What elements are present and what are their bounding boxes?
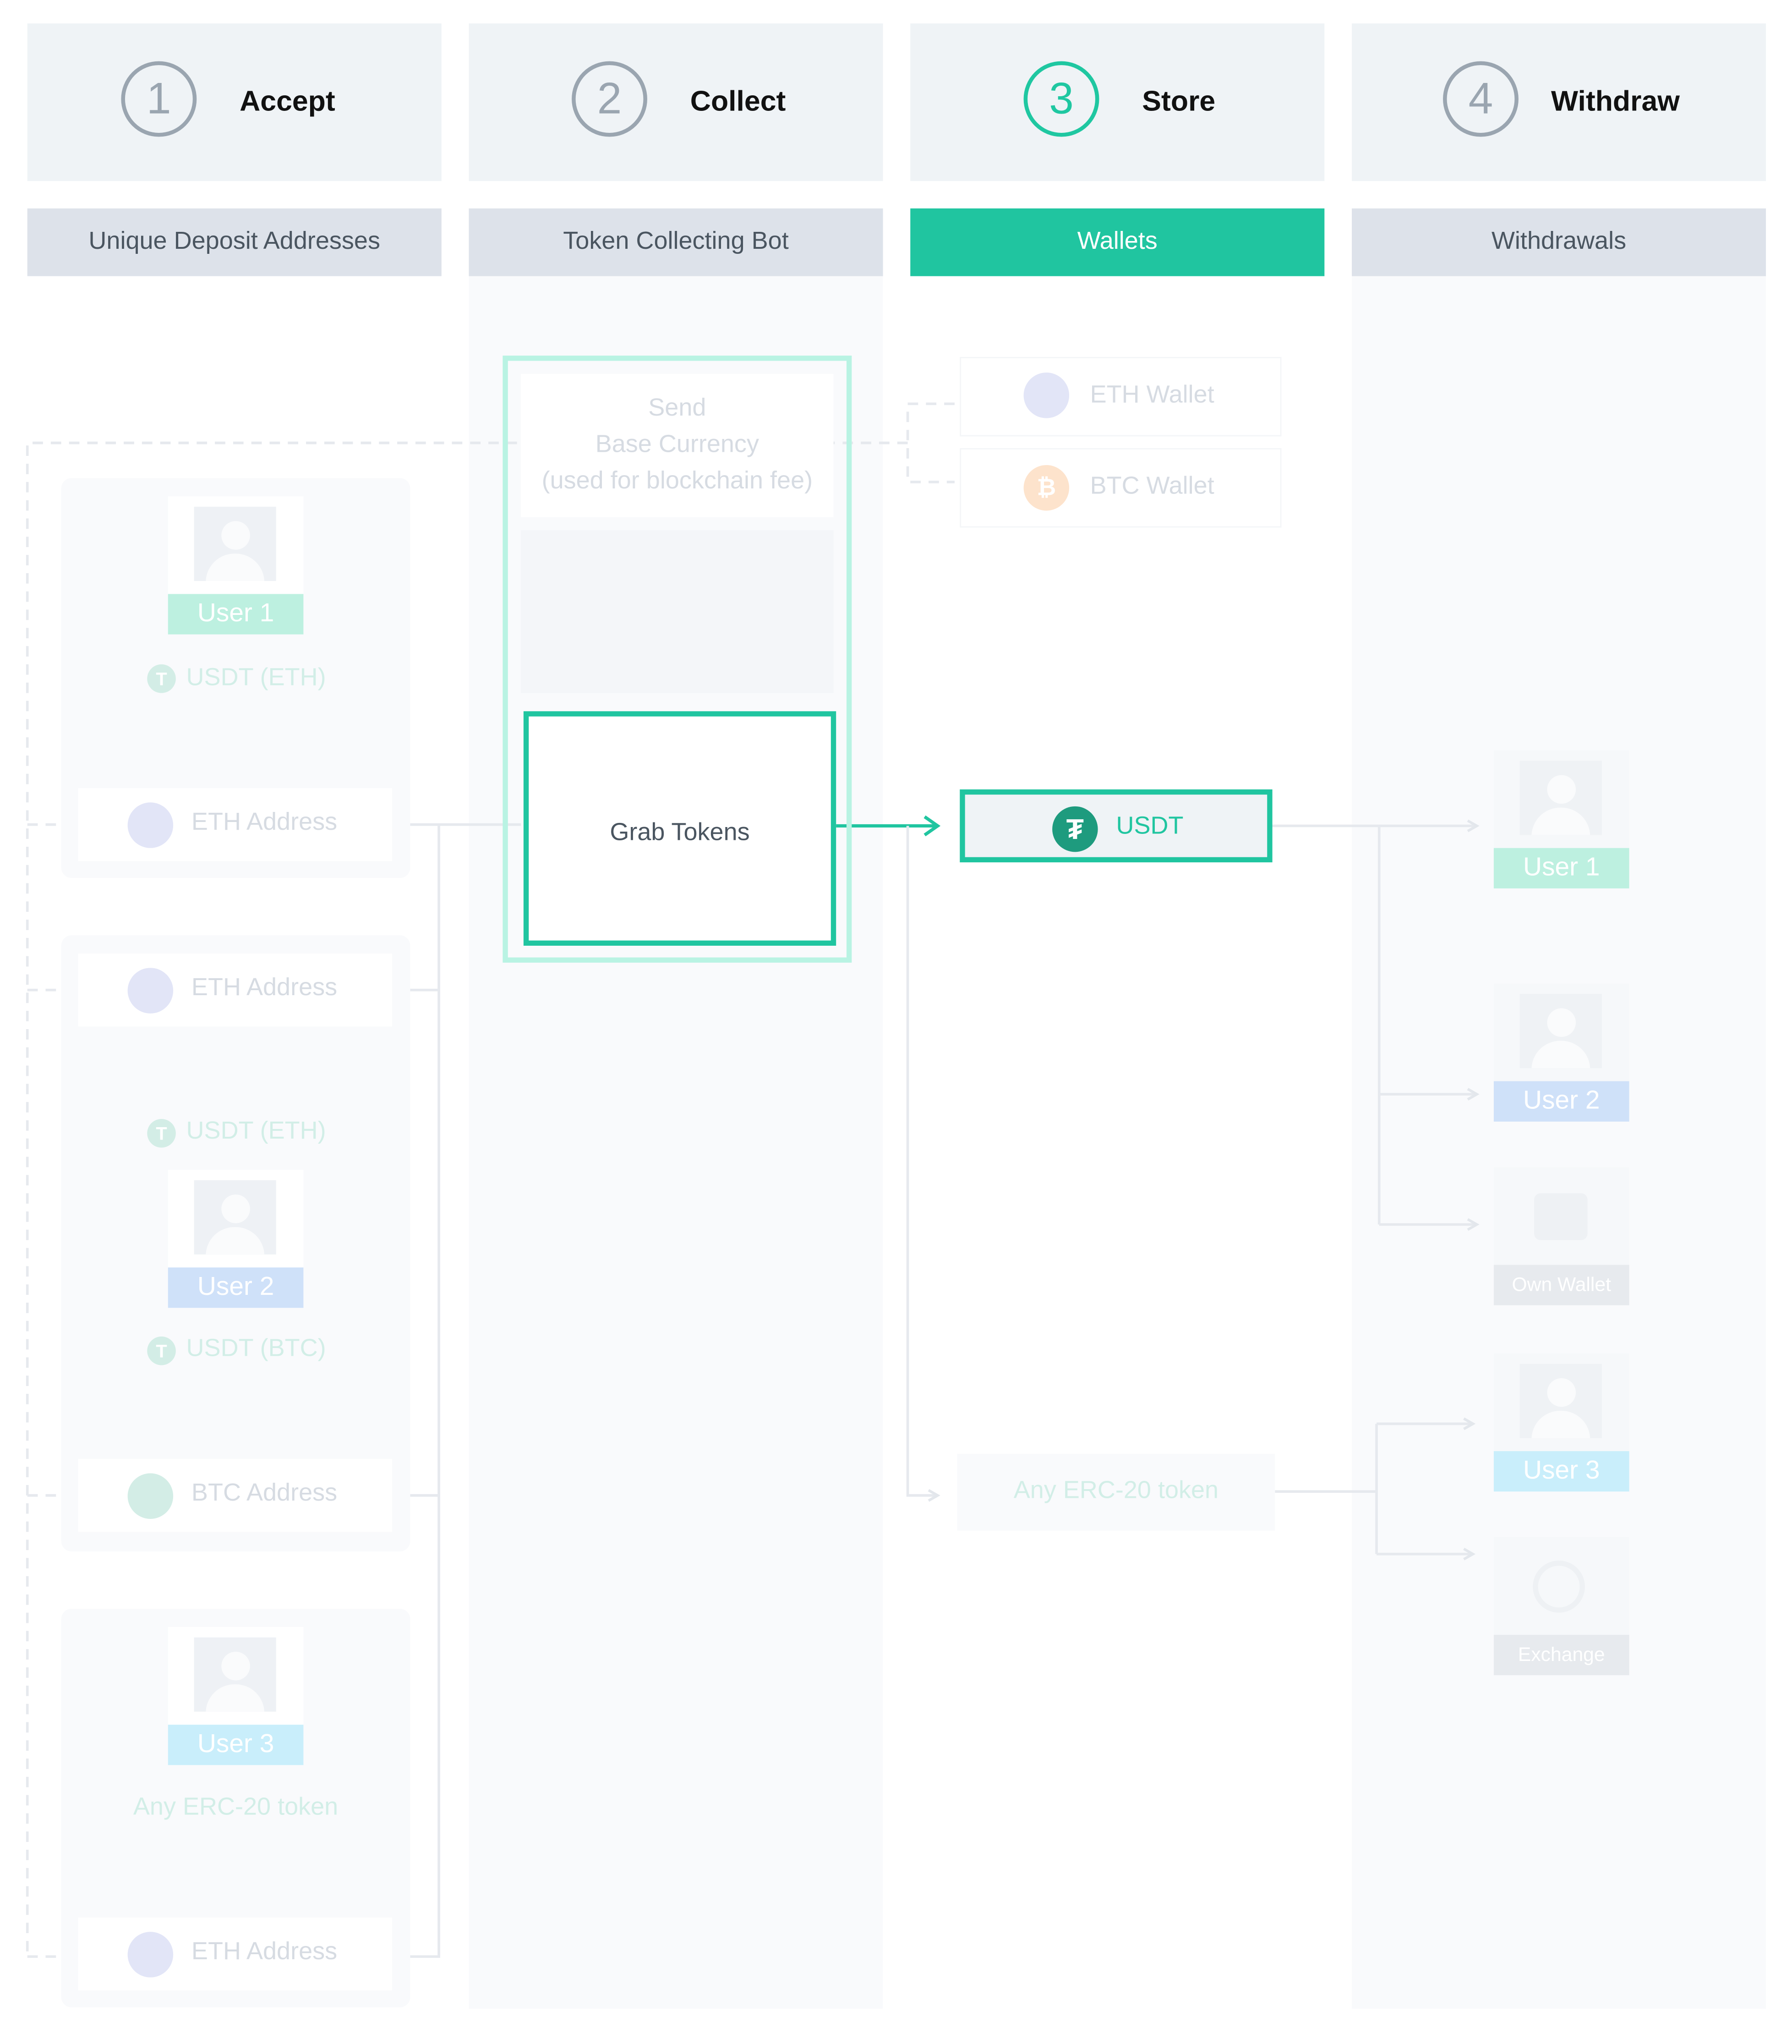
step-title: Accept (240, 84, 335, 117)
subheader-withdraw: Withdrawals (1352, 208, 1766, 276)
withdraw-column (1352, 276, 1766, 2009)
withdraw-user-3: User 3 (1493, 1353, 1629, 1492)
user-label: User 3 (168, 1725, 304, 1765)
ethereum-icon (1023, 373, 1070, 418)
eth-wallet-label: ETH Wallet (1090, 381, 1214, 409)
step-number-circle: 3 (1023, 61, 1099, 137)
own-wallet-label: Own Wallet (1493, 1265, 1629, 1305)
subheader-store: Wallets (910, 208, 1325, 276)
user-avatar-icon (1519, 994, 1602, 1069)
address-label: ETH Address (191, 974, 338, 1002)
store-column (910, 276, 1325, 2009)
step-withdraw-header: 4 Withdraw (1352, 23, 1766, 181)
btc-wallet-label: BTC Wallet (1090, 473, 1214, 500)
step-accept-header: 1 Accept (27, 23, 442, 181)
withdraw-own-wallet: Own Wallet (1493, 1167, 1629, 1305)
bitcoin-icon: ₿ (1023, 465, 1070, 511)
subheader-accept: Unique Deposit Addresses (27, 208, 442, 276)
user-label: User 2 (168, 1267, 304, 1308)
user-avatar-icon (194, 1180, 276, 1255)
step-title: Withdraw (1551, 84, 1680, 117)
step-number-circle: 1 (121, 61, 197, 137)
grab-tokens-label: Grab Tokens (610, 819, 750, 847)
address-card: ETH Address (78, 954, 392, 1027)
send-line-1: Send (648, 395, 706, 422)
token-label: USDT (ETH) (186, 664, 326, 692)
wallet-icon (1534, 1193, 1588, 1240)
step-title: Store (1142, 84, 1216, 117)
user-label: User 2 (1493, 1081, 1629, 1122)
user-avatar-icon (1519, 761, 1602, 835)
withdraw-exchange: Exchange (1493, 1537, 1629, 1676)
withdraw-user-2: User 2 (1493, 983, 1629, 1122)
step-collect-header: 2 Collect (469, 23, 883, 181)
ethereum-icon (127, 802, 174, 848)
subheader-collect: Token Collecting Bot (469, 208, 883, 276)
token-label: USDT (BTC) (186, 1335, 326, 1363)
exchange-label: Exchange (1493, 1634, 1629, 1676)
deposit-group-2: ETH Address T USDT (ETH) User 2 T USDT (… (61, 935, 410, 1552)
usdt-wallet-card: ₮ USDT (960, 789, 1273, 863)
eth-wallet-card: ETH Wallet (960, 356, 1282, 437)
exchange-icon (1533, 1560, 1585, 1613)
tether-icon (127, 1473, 174, 1519)
usdt-label: USDT (1116, 813, 1184, 840)
step-number-circle: 4 (1443, 61, 1519, 137)
step-store-header: 3 Store (910, 23, 1325, 181)
send-line-3: (used for blockchain fee) (541, 467, 813, 495)
token-label: Any ERC-20 token (133, 1793, 339, 1821)
user-avatar-icon (194, 1637, 276, 1712)
erc20-label: Any ERC-20 token (1013, 1477, 1219, 1505)
step-number-circle: 2 (572, 61, 647, 137)
deposit-group-1: User 1 T USDT (ETH) ETH Address (61, 478, 410, 878)
ethereum-icon (127, 968, 174, 1014)
address-card: ETH Address (78, 1917, 392, 1991)
tether-icon: T (147, 1119, 176, 1148)
tether-icon: T (147, 664, 176, 693)
tether-icon: T (147, 1336, 176, 1365)
user-card: User 2 (168, 1170, 304, 1308)
btc-wallet-card: ₿ BTC Wallet (960, 448, 1282, 528)
grab-tokens-card: Grab Tokens (523, 711, 836, 946)
deposit-group-3: User 3 Any ERC-20 token ETH Address (61, 1609, 410, 2008)
user-label: User 3 (1493, 1451, 1629, 1492)
user-label: User 1 (168, 594, 304, 635)
erc20-wallet-card: Any ERC-20 token (957, 1453, 1275, 1531)
send-base-currency-card: Send Base Currency (used for blockchain … (521, 373, 834, 517)
user-card: User 3 (168, 1627, 304, 1765)
send-line-2: Base Currency (595, 431, 759, 459)
address-label: ETH Address (191, 1938, 338, 1966)
user-avatar-icon (1519, 1364, 1602, 1438)
placeholder-panel (521, 530, 834, 693)
user-card: User 1 (168, 496, 304, 635)
ethereum-icon (127, 1932, 174, 1978)
address-label: ETH Address (191, 809, 338, 837)
tether-icon: ₮ (1052, 806, 1098, 852)
withdraw-user-1: User 1 (1493, 750, 1629, 888)
user-label: User 1 (1493, 848, 1629, 888)
address-card: BTC Address (78, 1459, 392, 1532)
token-collecting-bot-box: Send Base Currency (used for blockchain … (503, 356, 852, 963)
token-label: USDT (ETH) (186, 1118, 326, 1145)
address-card: ETH Address (78, 788, 392, 861)
address-label: BTC Address (191, 1480, 338, 1507)
user-avatar-icon (194, 506, 276, 581)
step-title: Collect (690, 84, 786, 117)
